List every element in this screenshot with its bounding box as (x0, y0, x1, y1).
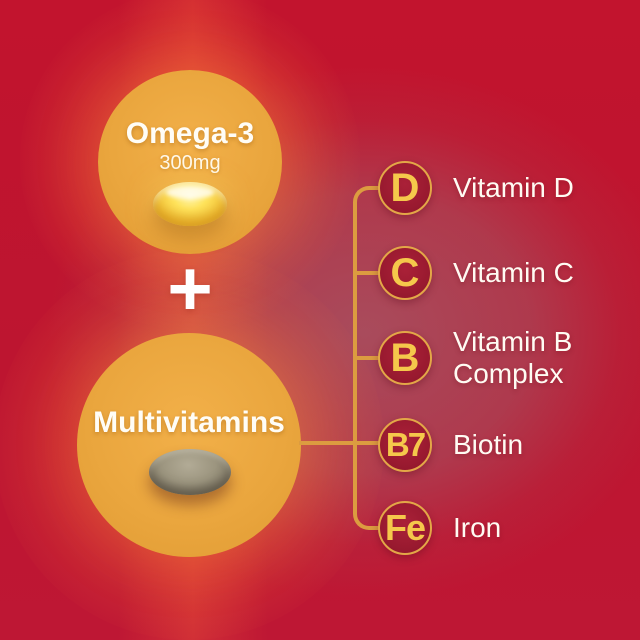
connector-bracket-line (353, 186, 381, 530)
nutrient-symbol: B (390, 335, 420, 380)
nutrient-label: Vitamin B Complex (453, 326, 573, 389)
vitamin-d-badge: D (378, 161, 432, 215)
vitamin-b-badge: B (378, 331, 432, 385)
nutrient-symbol: B7 (385, 426, 426, 463)
nutrient-row-biotin: B7 Biotin (378, 418, 523, 472)
nutrient-label: Iron (453, 512, 502, 543)
vitamin-c-badge: C (378, 246, 432, 300)
connector-stub-vitamin-b (357, 356, 381, 360)
multivitamins-title: Multivitamins (93, 406, 285, 439)
nutrient-row-vitamin-b-complex: B Vitamin B Complex (378, 326, 640, 389)
tablet-icon (149, 449, 231, 495)
connector-feed-line (299, 441, 381, 445)
nutrient-row-iron: Fe Iron (378, 501, 501, 555)
nutrient-label: Biotin (453, 429, 524, 460)
plus-icon: + (167, 244, 213, 332)
nutrient-row-vitamin-d: D Vitamin D (378, 161, 574, 215)
nutrient-symbol: D (390, 165, 420, 210)
omega-dose: 300mg (159, 152, 221, 174)
nutrient-symbol: C (390, 250, 420, 295)
omega-title: Omega-3 (125, 117, 255, 150)
nutrient-label: Vitamin D (453, 172, 574, 203)
nutrient-row-vitamin-c: C Vitamin C (378, 246, 574, 300)
softgel-capsule-icon (153, 182, 227, 226)
biotin-badge: B7 (378, 418, 432, 472)
nutrient-label: Vitamin C (453, 257, 574, 288)
iron-badge: Fe (378, 501, 432, 555)
nutrient-symbol: Fe (384, 507, 426, 548)
connector-stub-vitamin-c (357, 271, 381, 275)
multivitamins-circle (77, 333, 301, 557)
